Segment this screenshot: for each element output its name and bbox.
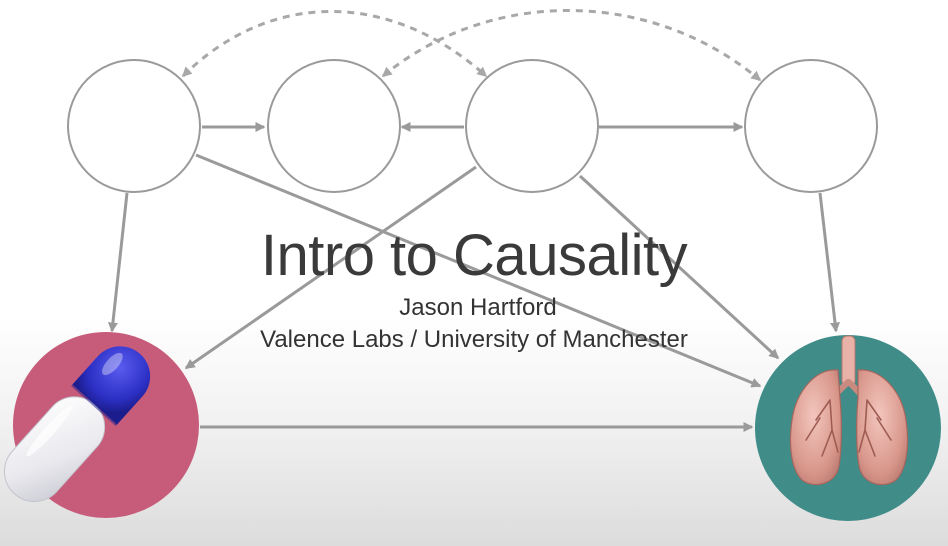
lungs-icon (789, 335, 909, 486)
edge-n1-treatment (107, 192, 129, 333)
edge-n1-outcome (195, 153, 762, 388)
node-outcome (755, 335, 941, 521)
dashed-edge-n1-n3 (181, 10, 488, 78)
edge-n3-treatment (184, 165, 477, 370)
node-treatment (3, 332, 199, 518)
author-name: Jason Hartford (399, 294, 557, 321)
node-n3 (465, 59, 599, 193)
dashed-edge-n2-n4 (381, 9, 762, 82)
node-n1 (67, 59, 201, 193)
slide-title: Intro to Causality (260, 223, 688, 288)
edge-n4-outcome (818, 192, 840, 333)
edge-n3-outcome (578, 174, 780, 360)
affiliation: Valence Labs / University of Manchester (260, 326, 688, 353)
node-n4 (744, 59, 878, 193)
pill-icon (3, 346, 151, 502)
node-n2 (267, 59, 401, 193)
